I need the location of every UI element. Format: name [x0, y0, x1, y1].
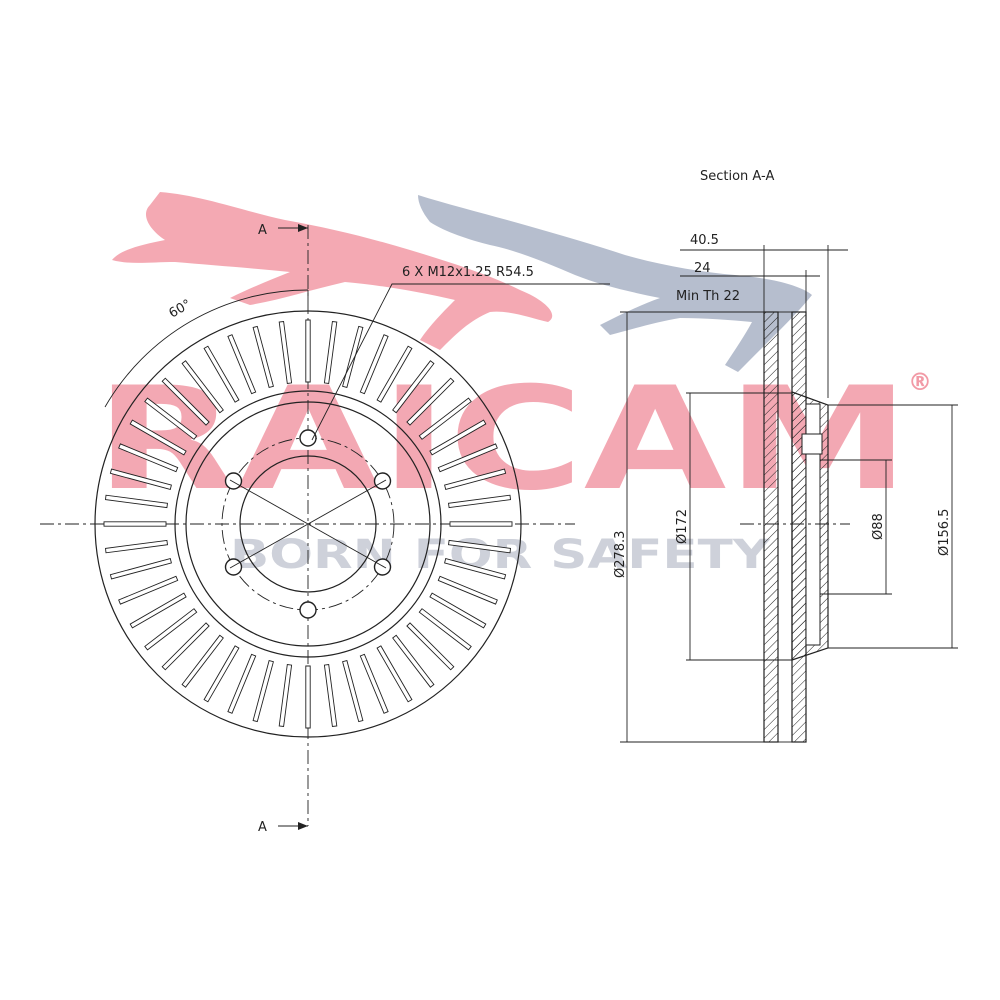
vent-slot — [203, 345, 240, 403]
bolt-hole — [299, 429, 317, 447]
dim-overall-height: 40.5 — [690, 233, 719, 248]
vent-slot — [444, 468, 507, 490]
vent-slot — [429, 592, 487, 629]
vent-slot — [406, 377, 455, 426]
vent-slot — [227, 653, 257, 714]
bolt-hole — [224, 472, 243, 490]
section-mark-top: A — [258, 223, 267, 238]
vent-slot — [447, 539, 511, 554]
registered-mark: ® — [908, 368, 932, 396]
bolt-holes — [224, 429, 392, 619]
vent-slots — [103, 319, 513, 729]
vent-slot — [161, 377, 210, 426]
vent-slot — [342, 325, 364, 388]
dim-center-bore: Ø88 — [871, 513, 886, 540]
bolt-hole — [373, 558, 392, 576]
vent-slot — [323, 663, 338, 727]
hat-outer-edge — [185, 401, 431, 647]
vent-slot — [392, 360, 435, 414]
slogan-watermark: BORN FOR SAFETY — [230, 532, 771, 578]
vent-slot — [305, 665, 311, 729]
vent-slot — [376, 345, 413, 403]
dim-min-thickness: Min Th 22 — [676, 289, 740, 304]
bolt-spec-label: 6 X M12x1.25 R54.5 — [402, 265, 534, 280]
vent-slot — [359, 653, 389, 714]
cat-silhouette-back-icon — [418, 195, 812, 372]
vent-slot — [323, 321, 338, 385]
bolt-hole — [224, 558, 243, 576]
disc-section-view: Section A-A 40.5 24 Min Th 22 Ø278.3 Ø17… — [613, 169, 958, 743]
vent-slot — [418, 397, 472, 440]
vent-slot — [437, 575, 498, 605]
arrow-head-icon — [298, 224, 308, 232]
vent-slot — [118, 575, 179, 605]
vent-slot — [278, 321, 293, 385]
dim-thickness: 24 — [694, 261, 711, 276]
cat-silhouette-front-icon — [112, 192, 553, 350]
vent-slot — [118, 443, 179, 473]
vent-slot — [161, 622, 210, 671]
disc-front-view: 60° 6 X M12x1.25 R54.5 A A — [40, 223, 610, 835]
vent-slot — [252, 660, 274, 723]
vent-slot — [429, 419, 487, 456]
disc-outer-edge — [94, 310, 522, 738]
dim-hub-diameter: Ø156.5 — [937, 509, 952, 556]
angle-label: 60° — [167, 297, 194, 322]
vent-slot — [129, 592, 187, 629]
vent-slot — [305, 319, 311, 383]
vent-slot — [109, 468, 172, 490]
vent-slot — [203, 645, 240, 703]
vent-slot — [181, 634, 224, 688]
vent-slot — [406, 622, 455, 671]
vent-slot — [418, 608, 472, 651]
diagonal-axis-2 — [229, 479, 387, 569]
bolt-hole-section — [801, 433, 823, 455]
bolt-hole — [373, 472, 392, 490]
section-mark-bottom: A — [258, 820, 267, 835]
arrow-head-icon — [298, 822, 308, 830]
vent-slot — [103, 521, 167, 527]
vent-slot — [227, 334, 257, 395]
vent-slot — [105, 494, 169, 509]
vent-slot — [144, 397, 198, 440]
vent-slot — [359, 334, 389, 395]
vent-slot — [252, 325, 274, 388]
vent-slot — [437, 443, 498, 473]
friction-ring-inner-edge — [174, 390, 442, 658]
vent-slot — [376, 645, 413, 703]
vent-slot — [278, 663, 293, 727]
bolt-spec-leader — [311, 283, 610, 441]
hub-bore — [805, 403, 821, 646]
vent-slot — [129, 419, 187, 456]
vent-slot — [392, 634, 435, 688]
dim-inner-diameter: Ø172 — [675, 509, 690, 544]
section-title: Section A-A — [700, 169, 774, 184]
vent-slot — [144, 608, 198, 651]
vent-slot — [447, 494, 511, 509]
dim-outer-diameter: Ø278.3 — [613, 531, 628, 578]
angle-arc — [104, 289, 309, 408]
vent-slot — [342, 660, 364, 723]
vent-slot — [109, 558, 172, 580]
bolt-hole — [299, 601, 317, 619]
vent-slot — [449, 521, 513, 527]
hub-circle — [239, 455, 377, 593]
vent-slot — [181, 360, 224, 414]
vent-slot — [105, 539, 169, 554]
vent-slot — [444, 558, 507, 580]
outer-plate-section — [763, 311, 779, 743]
